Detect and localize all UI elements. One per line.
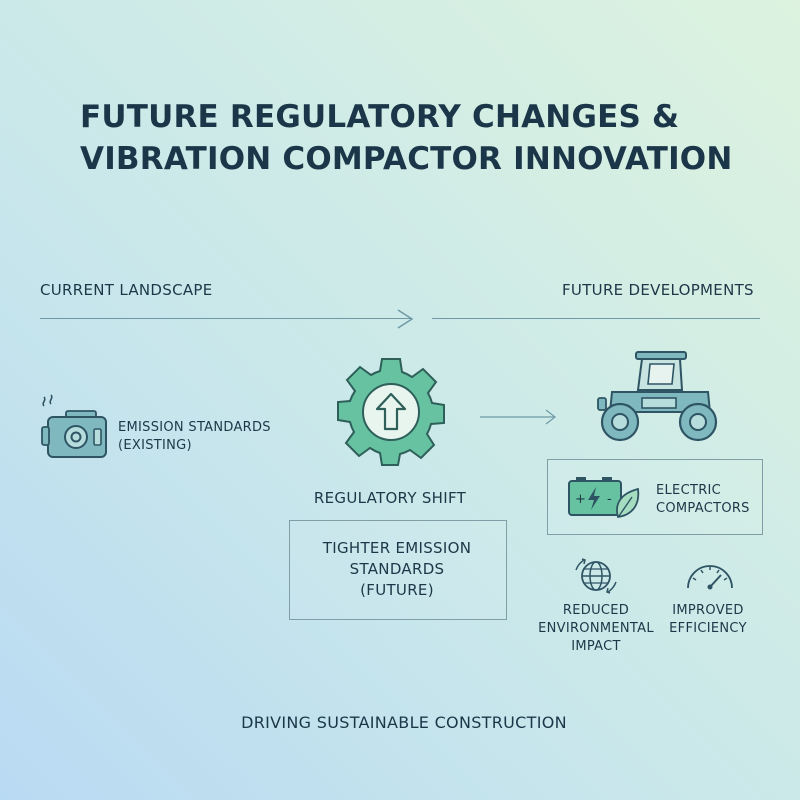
emission-standards-line2: (EXISTING) (118, 438, 192, 453)
electric-compactors-text: ELECTRIC COMPACTORS (656, 482, 750, 518)
timeline-line-left (40, 318, 412, 319)
footer-tagline: DRIVING SUSTAINABLE CONSTRUCTION (241, 713, 567, 732)
tighter-emission-line2: STANDARDS (349, 560, 445, 578)
tighter-emission-line3: (FUTURE) (360, 581, 434, 599)
battery-leaf-icon: + - (568, 477, 640, 519)
page-title: FUTURE REGULATORY CHANGES & VIBRATION CO… (80, 96, 740, 180)
reduced-impact-text: REDUCED ENVIRONMENTAL IMPACT (528, 602, 664, 656)
current-landscape-label: CURRENT LANDSCAPE (40, 281, 213, 299)
tighter-emission-line1: TIGHTER EMISSION (322, 539, 472, 557)
timeline-line-right (432, 318, 760, 319)
tighter-emission-box (289, 520, 507, 620)
electric-compactors-line1: ELECTRIC (656, 483, 722, 498)
improved-efficiency-line1: IMPROVED (672, 603, 744, 618)
chevron-right-icon (397, 309, 414, 329)
reduced-impact-line3: IMPACT (571, 639, 621, 654)
emission-standards-existing: EMISSION STANDARDS (EXISTING) (118, 419, 271, 455)
globe-icon (575, 558, 617, 594)
svg-text:+: + (575, 492, 586, 507)
regulatory-shift-label: REGULATORY SHIFT (313, 489, 467, 507)
electric-compactors-line2: COMPACTORS (656, 501, 750, 516)
speedometer-icon (687, 565, 733, 590)
tighter-emission-text: TIGHTER EMISSION STANDARDS (FUTURE) (289, 538, 505, 601)
gear-up-arrow-icon (337, 358, 445, 466)
emission-standards-line1: EMISSION STANDARDS (118, 420, 271, 435)
improved-efficiency-line2: EFFICIENCY (669, 621, 747, 636)
future-developments-label: FUTURE DEVELOPMENTS (562, 281, 754, 299)
reduced-impact-line2: ENVIRONMENTAL (538, 621, 654, 636)
engine-icon (41, 394, 107, 458)
title-line-2: VIBRATION COMPACTOR INNOVATION (80, 141, 733, 177)
improved-efficiency-text: IMPROVED EFFICIENCY (650, 602, 766, 638)
title-line-1: FUTURE REGULATORY CHANGES & (80, 99, 680, 135)
arrow-right-icon (480, 409, 556, 425)
electric-compactors-box (547, 459, 763, 535)
svg-text:-: - (607, 492, 612, 507)
reduced-impact-line1: REDUCED (562, 603, 630, 618)
compactor-roller-icon (597, 351, 718, 442)
